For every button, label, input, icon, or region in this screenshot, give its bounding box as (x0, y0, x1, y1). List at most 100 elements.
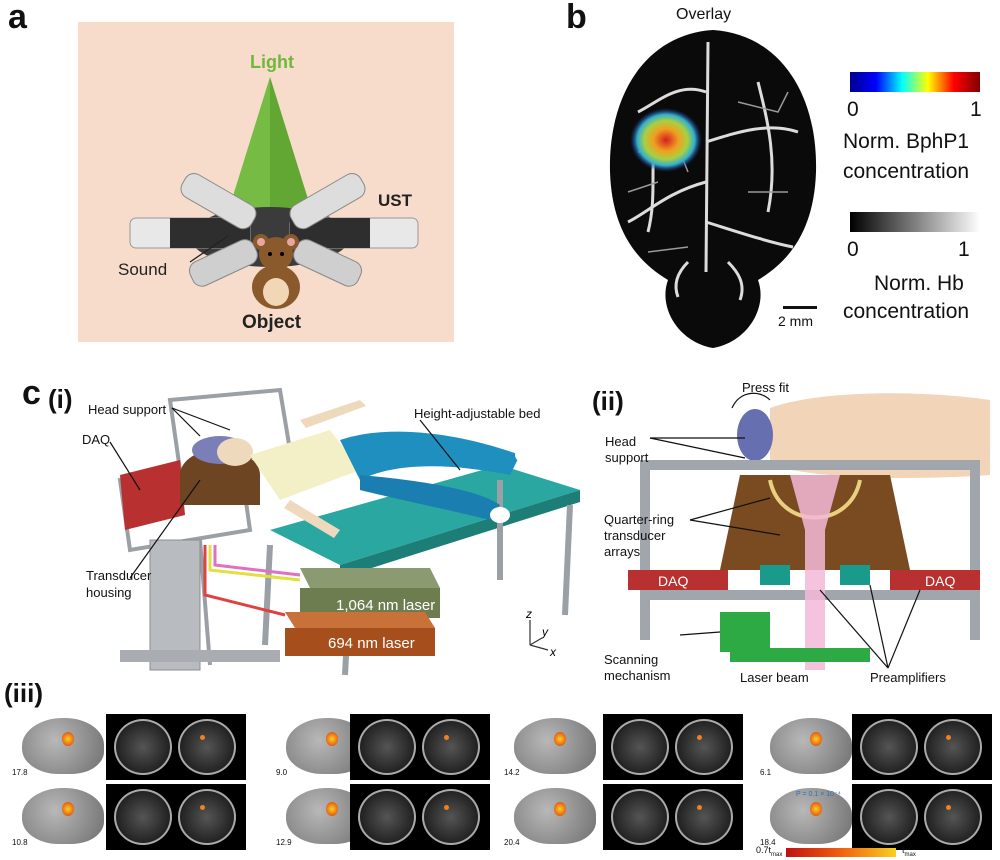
fmri-colorbar-max-value: t (902, 845, 905, 855)
activation-spot (326, 802, 338, 816)
fmri-group-1: 17.8 10.8 (8, 712, 248, 860)
panel-b-label: b (566, 0, 587, 36)
photoacoustic-setup-diagram: Light UST Sound Object (118, 52, 419, 333)
mri-activation-dot (697, 805, 702, 810)
activation-spot (554, 802, 566, 816)
quarter-ring-label-2: transducer (604, 528, 666, 543)
ust-label: UST (378, 191, 413, 210)
colorbar-bphp1-min: 0 (847, 98, 859, 121)
mri-slice (422, 789, 480, 845)
activation-value-bottom: 10.8 (12, 838, 28, 847)
activation-value-bottom: 12.9 (276, 838, 292, 847)
panel-c-i-label: (i) (48, 384, 73, 414)
scale-bar (783, 306, 817, 309)
colorbar-hb-max: 1 (958, 238, 970, 261)
quarter-ring-label-1: Quarter-ring (604, 512, 675, 527)
axis-z: z (525, 607, 532, 621)
activation-value-top: 17.8 (12, 768, 28, 777)
activation-spot (810, 732, 822, 746)
activation-value-top: 9.0 (276, 768, 288, 777)
daq-right-label: DAQ (925, 573, 955, 589)
activation-value-top: 6.1 (760, 768, 772, 777)
patient-legs (340, 431, 520, 480)
mri-slice (358, 789, 416, 845)
scanner-cross-section: DAQ DAQ (628, 392, 990, 670)
patient-shirt (250, 430, 360, 500)
bed-label: Height-adjustable bed (414, 406, 541, 421)
fmri-colorbar-max-sub: max (904, 851, 916, 858)
fmri-colorbar-min-sub: max (771, 851, 783, 858)
brain-render-bottom (22, 788, 104, 844)
activation-spot (62, 732, 74, 746)
mri-activation-dot (200, 735, 205, 740)
mri-slice (611, 789, 669, 845)
brain-render-top (514, 718, 596, 774)
scanner-bed-illustration: 1,064 nm laser 694 nm laser z y x (109, 387, 580, 676)
head-support-ii-label-1: Head (605, 434, 637, 449)
p-value-label: P = 0.1 × 10⁻⁴ (796, 791, 841, 798)
preamplifiers-label: Preamplifiers (870, 670, 946, 685)
daq-left-label: DAQ (658, 573, 688, 589)
mri-slice (114, 789, 172, 845)
laser-694-box (285, 628, 435, 656)
fmri-group-2: 9.0 12.9 (272, 712, 492, 860)
brain-render-bottom (514, 788, 596, 844)
activation-spot (326, 732, 338, 746)
head-support-label: Head support (88, 402, 167, 417)
patient-body (770, 393, 990, 478)
mri-slices-bottom (603, 784, 743, 850)
brain-overlay-image (609, 30, 817, 348)
fmri-colorbar-max: tmax (902, 845, 916, 858)
daq-label: DAQ (82, 432, 111, 447)
brain-render-top (770, 718, 852, 774)
mri-activation-dot (946, 735, 951, 740)
light-label: Light (250, 52, 294, 72)
colorbar-hb-label-2: concentration (843, 300, 970, 323)
daq-left-box (628, 570, 728, 590)
mri-activation-dot (697, 735, 702, 740)
activation-spot (62, 802, 74, 816)
mri-slice (675, 719, 733, 775)
overlay-title: Overlay (676, 6, 732, 23)
object-label: Object (242, 312, 302, 333)
panel-c-ii-label: (ii) (592, 386, 624, 416)
brain-render-bottom (770, 788, 852, 844)
colorbar-bphp1-label-2: concentration (843, 160, 970, 183)
mri-slice (924, 789, 982, 845)
colorbar-bphp1-max: 1 (970, 98, 982, 121)
mri-slices-top (350, 714, 490, 780)
activation-value-top: 14.2 (504, 768, 520, 777)
colorbar-hb-label-1: Norm. Hb (874, 272, 964, 295)
head-support-ii-label-2: support (605, 450, 649, 465)
scanning-mechanism-label-2: mechanism (604, 668, 671, 683)
daq-right-box (890, 570, 980, 590)
axis-y: y (541, 625, 549, 639)
mri-slice (860, 789, 918, 845)
activation-spot (810, 802, 822, 816)
activation-value-bottom: 20.4 (504, 838, 520, 847)
mri-slice (675, 789, 733, 845)
mri-activation-dot (444, 735, 449, 740)
panel-c-iii-label: (iii) (4, 678, 43, 708)
mri-activation-dot (444, 805, 449, 810)
mri-slice (178, 789, 236, 845)
brain-render-top (22, 718, 104, 774)
mri-slice (358, 719, 416, 775)
mri-activation-dot (200, 805, 205, 810)
quarter-ring-label-3: arrays (604, 544, 641, 559)
colorbar-bphp1 (850, 72, 980, 92)
laser-beam (790, 475, 840, 670)
panel-a-illustration: Light UST Sound Object (78, 22, 454, 342)
colorbar-bphp1-label-1: Norm. BphP1 (843, 130, 970, 153)
activation-spot (554, 732, 566, 746)
mri-slices-bottom (350, 784, 490, 850)
fmri-colorbar (786, 848, 896, 857)
mri-slice (611, 719, 669, 775)
mri-slice (178, 719, 236, 775)
scanning-mechanism-label-1: Scanning (604, 652, 659, 667)
transducer-housing-label-2: housing (86, 585, 132, 600)
mri-slices-top (603, 714, 743, 780)
mri-activation-dot (946, 805, 951, 810)
axis-x: x (549, 645, 557, 659)
